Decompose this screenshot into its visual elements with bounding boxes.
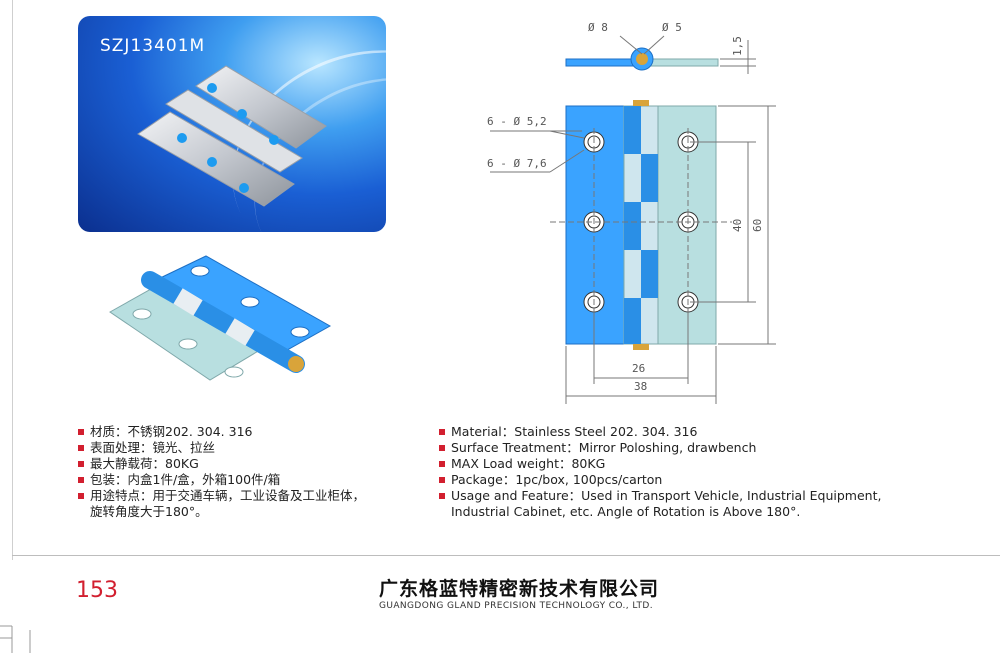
crop-mark xyxy=(0,625,31,653)
company-name-en: GUANGDONG GLAND PRECISION TECHNOLOGY CO.… xyxy=(379,601,653,611)
product-photo: SZJ13401M xyxy=(78,16,386,232)
model-number: SZJ13401M xyxy=(100,36,206,56)
dim-inner-width: 26 xyxy=(632,362,645,375)
technical-drawing: Ø 8 Ø 5 1,5 6 - Ø 5,2 6 - Ø 7,6 40 60 26… xyxy=(487,21,776,404)
pin-bottom xyxy=(633,344,649,350)
hinge-photo-render xyxy=(137,65,327,207)
spec-cn-surface: 表面处理：镜光、拉丝 xyxy=(76,440,406,456)
page-margin-line xyxy=(12,0,13,560)
specs-chinese: 材质：不锈钢202. 304. 316 表面处理：镜光、拉丝 最大静载荷：80K… xyxy=(76,424,406,520)
spec-en-material: Material：Stainless Steel 202. 304. 316 xyxy=(437,424,897,440)
spec-cn-package: 包装：内盒1件/盒，外箱100件/箱 xyxy=(76,472,406,488)
dim-holes-large: 6 - Ø 7,6 xyxy=(487,157,547,170)
spec-en-load: MAX Load weight：80KG xyxy=(437,456,897,472)
spec-en-usage-cont: Industrial Cabinet, etc. Angle of Rotati… xyxy=(451,504,801,519)
footer-divider xyxy=(12,555,1000,556)
specs-english: Material：Stainless Steel 202. 304. 316 S… xyxy=(437,424,897,520)
spec-en-usage: Usage and Feature：Used in Transport Vehi… xyxy=(437,488,897,504)
spec-cn-usage-cont: 旋转角度大于180°。 xyxy=(90,504,208,519)
dim-d5: Ø 5 xyxy=(662,21,682,34)
spec-en-surface: Surface Treatment：Mirror Poloshing, draw… xyxy=(437,440,897,456)
pin-top xyxy=(633,100,649,106)
dim-height: 60 xyxy=(751,219,764,232)
spec-cn-material: 材质：不锈钢202. 304. 316 xyxy=(76,424,406,440)
dim-d8: Ø 8 xyxy=(588,21,608,34)
dim-holes-small: 6 - Ø 5,2 xyxy=(487,115,547,128)
dim-thickness: 1,5 xyxy=(731,36,744,56)
dim-pitch: 40 xyxy=(731,219,744,232)
dim-width: 38 xyxy=(634,380,647,393)
spec-cn-load: 最大静载荷：80KG xyxy=(76,456,406,472)
spec-cn-usage: 用途特点：用于交通车辆，工业设备及工业柜体， xyxy=(76,488,406,504)
hinge-color-render xyxy=(109,255,332,381)
top-view-right-leaf xyxy=(649,58,719,67)
top-view-left-leaf xyxy=(565,58,637,67)
spec-en-package: Package：1pc/box, 100pcs/carton xyxy=(437,472,897,488)
page-number: 153 xyxy=(76,578,118,603)
company-name-cn: 广东格蓝特精密新技术有限公司 xyxy=(378,578,659,600)
